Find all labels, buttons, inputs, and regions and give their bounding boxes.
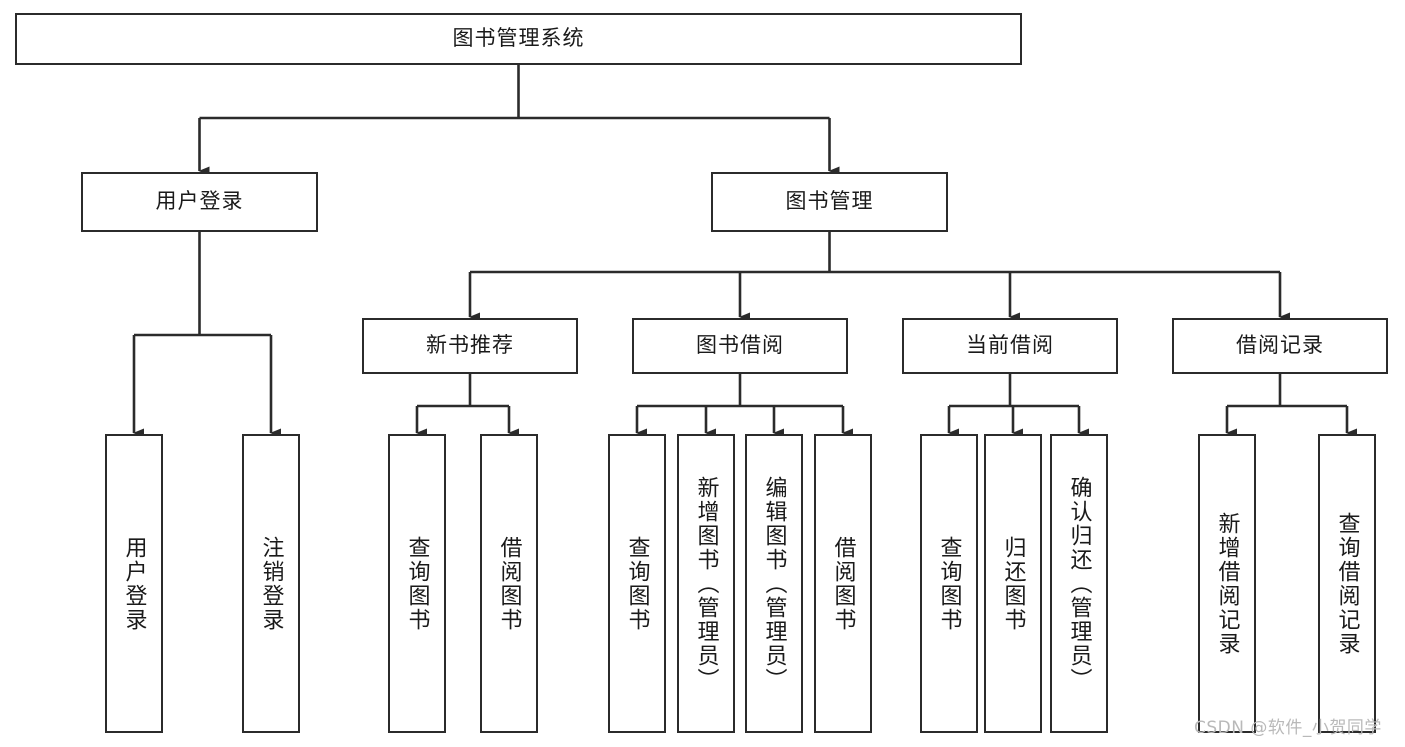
- node-label: 注销登录: [258, 535, 284, 632]
- node-current-borrow[interactable]: 当前借阅: [902, 318, 1118, 374]
- node-label: 借阅记录: [1236, 333, 1324, 358]
- node-leaf-query-book-rec[interactable]: 查询图书: [388, 434, 446, 733]
- node-label: 编辑图书（管理员）: [761, 475, 787, 692]
- node-leaf-query-book[interactable]: 查询图书: [608, 434, 666, 733]
- node-book-manage[interactable]: 图书管理: [711, 172, 948, 232]
- node-leaf-borrow-book[interactable]: 借阅图书: [814, 434, 872, 733]
- node-leaf-confirm-return[interactable]: 确认归还（管理员）: [1050, 434, 1108, 733]
- node-label: 用户登录: [155, 189, 244, 214]
- node-label: 用户登录: [121, 535, 147, 632]
- node-label: 新增图书（管理员）: [693, 475, 719, 692]
- node-label: 查询图书: [624, 535, 650, 632]
- watermark-label: CSDN @软件_小贺同学: [1194, 718, 1382, 738]
- node-leaf-logout[interactable]: 注销登录: [242, 434, 300, 733]
- node-label: 图书管理: [785, 189, 874, 214]
- node-label: 查询借阅记录: [1334, 511, 1360, 656]
- node-leaf-add-record[interactable]: 新增借阅记录: [1198, 434, 1256, 733]
- node-new-book-rec[interactable]: 新书推荐: [362, 318, 578, 374]
- node-book-borrow[interactable]: 图书借阅: [632, 318, 848, 374]
- node-user-login[interactable]: 用户登录: [81, 172, 318, 232]
- node-label: 图书管理系统: [452, 26, 585, 51]
- node-label: 图书借阅: [696, 333, 784, 358]
- node-root[interactable]: 图书管理系统: [15, 13, 1022, 65]
- node-leaf-return-book[interactable]: 归还图书: [984, 434, 1042, 733]
- node-leaf-add-book[interactable]: 新增图书（管理员）: [677, 434, 735, 733]
- node-label: 借阅图书: [496, 535, 522, 632]
- node-leaf-query-book-cur[interactable]: 查询图书: [920, 434, 978, 733]
- node-label: 新增借阅记录: [1214, 511, 1240, 656]
- node-leaf-query-record[interactable]: 查询借阅记录: [1318, 434, 1376, 733]
- node-leaf-borrow-book-rec[interactable]: 借阅图书: [480, 434, 538, 733]
- node-leaf-edit-book[interactable]: 编辑图书（管理员）: [745, 434, 803, 733]
- node-leaf-user-login[interactable]: 用户登录: [105, 434, 163, 733]
- node-label: 查询图书: [936, 535, 962, 632]
- node-label: 借阅图书: [830, 535, 856, 632]
- node-label: 确认归还（管理员）: [1066, 475, 1092, 692]
- node-label: 归还图书: [1000, 535, 1026, 632]
- node-borrow-record[interactable]: 借阅记录: [1172, 318, 1388, 374]
- node-label: 查询图书: [404, 535, 430, 632]
- node-label: 新书推荐: [426, 333, 514, 358]
- node-label: 当前借阅: [966, 333, 1054, 358]
